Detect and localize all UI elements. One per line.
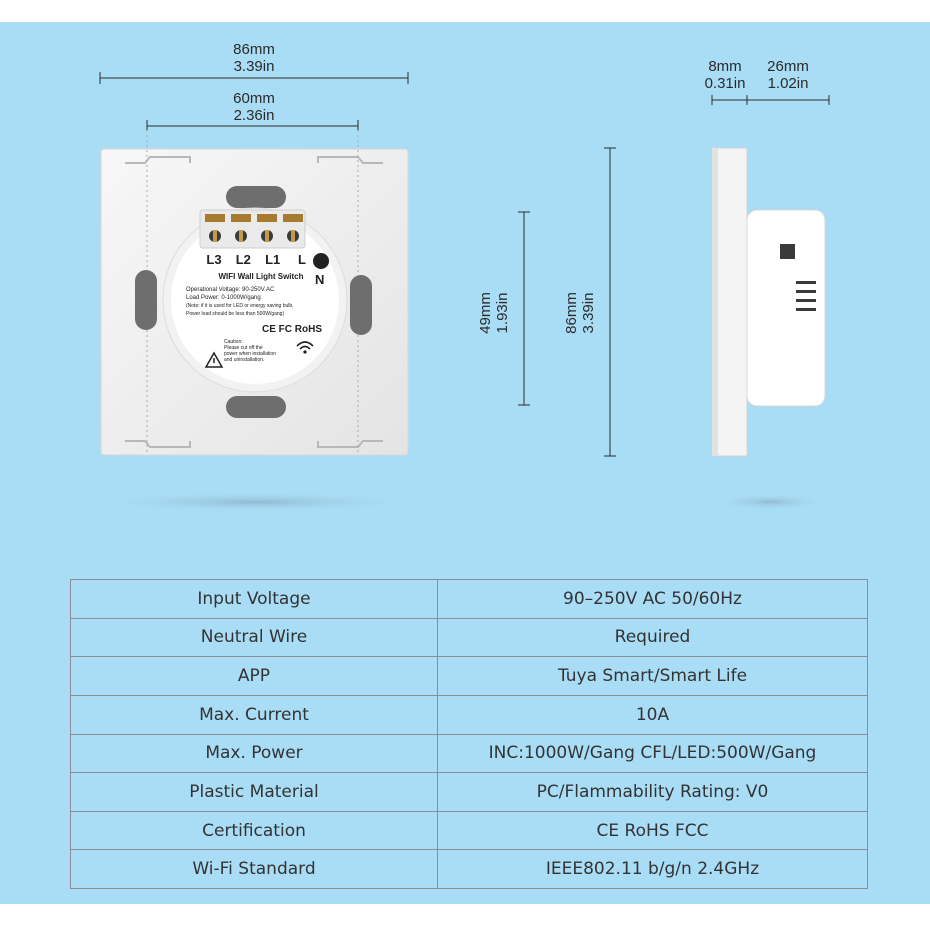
spec-label: Input Voltage bbox=[70, 579, 438, 619]
side-body-mm: 26mm bbox=[767, 58, 809, 75]
switch-side-view bbox=[711, 147, 826, 457]
spec-value: Required bbox=[437, 617, 868, 658]
switch-back-view bbox=[100, 130, 409, 456]
side-body-in: 1.02in bbox=[767, 75, 809, 92]
label-title: WIFI Wall Light Switch bbox=[218, 272, 304, 281]
spec-label: Max. Power bbox=[70, 733, 438, 774]
label-load: Load Power: 0-1000W/gang bbox=[186, 295, 261, 301]
spec-label: Plastic Material bbox=[70, 772, 438, 812]
table-row: Max. Current 10A bbox=[70, 694, 868, 735]
spec-label: Wi-Fi Standard bbox=[70, 849, 438, 889]
terminal-label-l1: L1 bbox=[265, 252, 281, 267]
front-inner-mm: 60mm bbox=[233, 90, 275, 107]
spec-label: APP bbox=[70, 656, 438, 696]
caution-title: Caution: bbox=[224, 339, 243, 345]
front-width-label: 86mm 3.39in bbox=[204, 41, 304, 75]
spec-value: IEEE802.11 b/g/n 2.4GHz bbox=[437, 849, 868, 889]
spec-label: Certification bbox=[70, 810, 438, 851]
front-inner-in: 2.36in bbox=[233, 107, 275, 124]
table-row: Neutral Wire Required bbox=[70, 617, 868, 658]
spec-value: 90–250V AC 50/60Hz bbox=[437, 579, 868, 619]
inner-height-mm: 49mm bbox=[477, 292, 494, 334]
inner-height-label: 49mm 1.93in bbox=[477, 273, 511, 353]
total-height-in: 3.39in bbox=[580, 292, 597, 334]
side-plate-in: 0.31in bbox=[704, 75, 746, 92]
total-height-dimension-line bbox=[604, 147, 616, 457]
table-row: APP Tuya Smart/Smart Life bbox=[70, 656, 868, 696]
side-plate-mm: 8mm bbox=[708, 58, 742, 75]
front-inner-label: 60mm 2.36in bbox=[204, 90, 304, 124]
spec-value: Tuya Smart/Smart Life bbox=[437, 656, 868, 696]
table-row: Wi-Fi Standard IEEE802.11 b/g/n 2.4GHz bbox=[70, 849, 868, 889]
side-plate-label: 8mm 0.31in bbox=[695, 58, 755, 92]
table-row: Plastic Material PC/Flammability Rating:… bbox=[70, 772, 868, 812]
spec-value: CE RoHS FCC bbox=[437, 810, 868, 851]
caution-text: Caution: Please cut off the power when i… bbox=[224, 339, 276, 363]
product-label: WIFI Wall Light Switch Operational Volta… bbox=[186, 272, 336, 318]
side-body-label: 26mm 1.02in bbox=[758, 58, 818, 92]
table-row: Certification CE RoHS FCC bbox=[70, 810, 868, 851]
caution-line-3: and uninstallation. bbox=[224, 357, 265, 363]
terminal-label-n: N bbox=[315, 272, 325, 287]
depth-dimension-line bbox=[711, 95, 830, 105]
front-width-in: 3.39in bbox=[233, 58, 275, 75]
caution-line-1: Please cut off the bbox=[224, 345, 263, 351]
terminal-label-l2: L2 bbox=[235, 252, 251, 267]
inner-height-in: 1.93in bbox=[494, 292, 511, 334]
terminal-label-l3: L3 bbox=[206, 252, 222, 267]
front-shadow bbox=[90, 492, 420, 512]
terminal-labels: L3 L2 L1 L bbox=[203, 252, 313, 267]
caution-line-2: power when installation bbox=[224, 351, 276, 357]
side-shadow bbox=[715, 494, 825, 510]
spec-table: Input Voltage 90–250V AC 50/60Hz Neutral… bbox=[70, 579, 868, 889]
spec-label: Max. Current bbox=[70, 694, 438, 735]
table-row: Max. Power INC:1000W/Gang CFL/LED:500W/G… bbox=[70, 733, 868, 774]
spec-label: Neutral Wire bbox=[70, 617, 438, 658]
label-voltage: Operational Voltage: 90-250V AC bbox=[186, 287, 275, 293]
spec-value: INC:1000W/Gang CFL/LED:500W/Gang bbox=[437, 733, 868, 774]
label-note-2: Power load should be less than 500W/gang… bbox=[186, 311, 285, 317]
spec-value: PC/Flammability Rating: V0 bbox=[437, 772, 868, 812]
label-note-1: (Note: if it is used for LED or energy s… bbox=[186, 303, 294, 309]
total-height-label: 86mm 3.39in bbox=[563, 273, 597, 353]
inner-height-dimension-line bbox=[518, 211, 530, 406]
total-height-mm: 86mm bbox=[563, 292, 580, 334]
terminal-label-l: L bbox=[298, 252, 306, 267]
spec-value: 10A bbox=[437, 694, 868, 735]
front-width-mm: 86mm bbox=[233, 41, 275, 58]
width-dimension-line bbox=[99, 72, 409, 84]
cert-marks: CE FC RoHS bbox=[262, 324, 322, 335]
table-row: Input Voltage 90–250V AC 50/60Hz bbox=[70, 579, 868, 619]
